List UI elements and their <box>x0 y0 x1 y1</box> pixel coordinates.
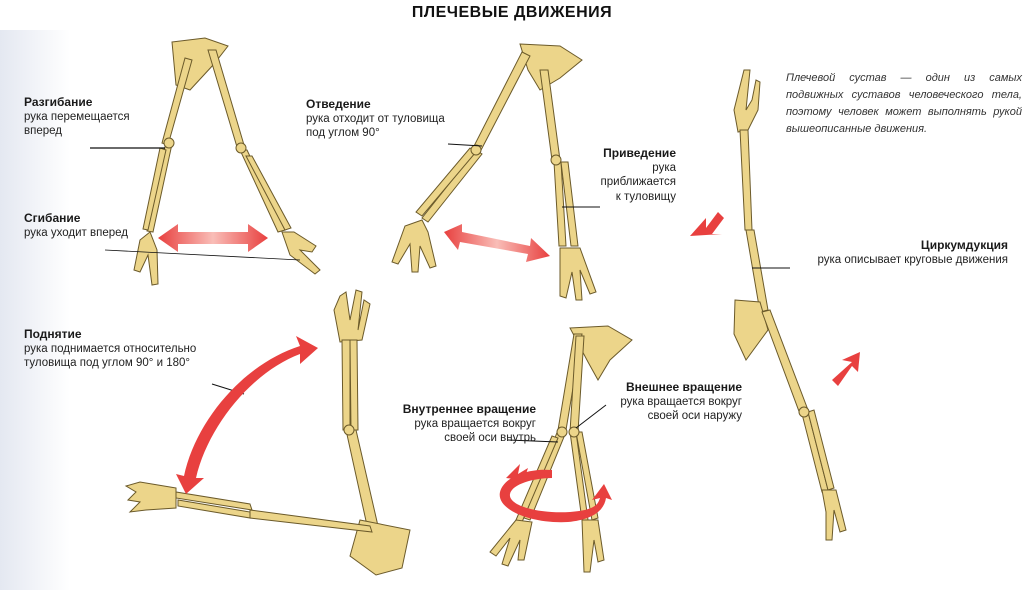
label-flexion-line1: рука уходит вперед <box>24 226 128 240</box>
label-abduction: Отведение рука отходит от туловища под у… <box>306 97 445 141</box>
label-internal-rotation-line1: рука вращается вокруг <box>380 417 536 431</box>
arrow-circumduction-bottom <box>832 352 860 386</box>
label-adduction: Приведение рука приближается к туловищу <box>576 146 676 204</box>
label-flexion-head: Сгибание <box>24 211 128 226</box>
label-external-rotation-line2: своей оси наружу <box>600 409 742 423</box>
arm-rotation <box>490 326 632 572</box>
label-abduction-line2: под углом 90° <box>306 126 445 140</box>
label-adduction-line1: рука <box>576 161 676 175</box>
label-internal-rotation: Внутреннее вращение рука вращается вокру… <box>380 402 536 446</box>
label-adduction-line3: к туловищу <box>576 190 676 204</box>
label-circumduction: Циркумдукция рука описывает круговые дви… <box>780 238 1008 267</box>
label-elevation-line2: туловища под углом 90° и 180° <box>24 356 196 370</box>
label-elevation-line1: рука поднимается относительно <box>24 342 196 356</box>
arrow-elevation-arc <box>176 336 318 494</box>
label-internal-rotation-head: Внутреннее вращение <box>380 402 536 417</box>
label-extension-head: Разгибание <box>24 95 130 110</box>
label-external-rotation-head: Внешнее вращение <box>600 380 742 395</box>
label-internal-rotation-line2: своей оси внутрь <box>380 431 536 445</box>
arm-circumduction <box>734 70 846 540</box>
label-external-rotation: Внешнее вращение рука вращается вокруг с… <box>600 380 742 424</box>
arrow-rotation-small <box>506 464 528 480</box>
arm-abduction-adduction <box>392 44 596 300</box>
label-adduction-head: Приведение <box>576 146 676 161</box>
label-extension-line1: рука перемещается <box>24 110 130 124</box>
double-arrow-diagonal <box>444 224 550 262</box>
note-text: Плечевой сустав — один из самых подвижны… <box>786 70 1022 138</box>
label-abduction-head: Отведение <box>306 97 445 112</box>
page-title: ПЛЕЧЕВЫЕ ДВИЖЕНИЯ <box>0 4 1024 22</box>
arrow-circumduction-top <box>690 212 724 236</box>
label-circumduction-line1: рука описывает круговые движения <box>780 253 1008 267</box>
label-extension: Разгибание рука перемещается вперед <box>24 95 130 139</box>
label-elevation: Поднятие рука поднимается относительно т… <box>24 327 196 371</box>
label-elevation-head: Поднятие <box>24 327 196 342</box>
label-abduction-line1: рука отходит от туловища <box>306 112 445 126</box>
double-arrow-horizontal <box>158 224 268 252</box>
label-flexion: Сгибание рука уходит вперед <box>24 211 128 240</box>
label-circumduction-head: Циркумдукция <box>780 238 1008 253</box>
arm-extension-flexion <box>134 38 320 285</box>
pointer-line <box>105 250 300 260</box>
label-adduction-line2: приближается <box>576 175 676 189</box>
label-external-rotation-line1: рука вращается вокруг <box>600 395 742 409</box>
label-extension-line2: вперед <box>24 124 130 138</box>
